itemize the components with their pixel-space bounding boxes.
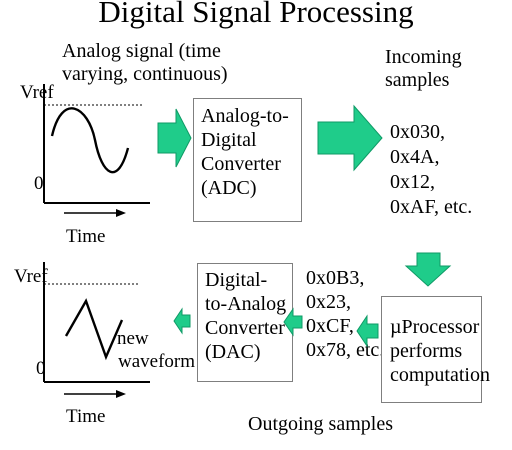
dac-box [197, 263, 293, 382]
dac-line: (DAC) [205, 341, 261, 363]
analog-sine-wave [50, 107, 130, 174]
new-waveform-curve [64, 298, 124, 361]
new-waveform-graph [43, 262, 150, 398]
dac-box-text: Digital- to-Analog Converter (DAC) [205, 268, 286, 364]
caption-line: varying, continuous) [62, 63, 228, 85]
analog-signal-caption: Analog signal (time varying, continuous) [62, 40, 228, 86]
adc-box [193, 98, 302, 222]
top-zero-label: 0 [34, 173, 44, 194]
outgoing-sample-values: 0x0B3, 0x23, 0xCF, 0x78, etc. [306, 266, 384, 362]
sample-value: 0x78, etc. [306, 339, 385, 361]
arrow-to-processor [404, 252, 452, 287]
bottom-time-arrowhead [116, 390, 126, 398]
top-vref-label: Vref [20, 82, 54, 103]
processor-line: µProcessor [390, 316, 480, 338]
sample-value: 0x23, [306, 291, 351, 313]
adc-line: Analog-to- [201, 105, 289, 127]
new-waveform-label-line1: new [117, 328, 149, 349]
arrow-to-samples [317, 104, 383, 172]
incoming-sample-values: 0x030, 0x4A, 0x12, 0xAF, etc. [390, 120, 472, 220]
processor-box [381, 296, 482, 403]
bottom-zero-label: 0 [36, 358, 46, 379]
dac-line: Converter [205, 317, 285, 339]
new-waveform-label-line2: waveform [118, 351, 196, 372]
analog-signal-graph [43, 84, 150, 217]
outgoing-samples-label: Outgoing samples [248, 413, 393, 435]
label-line: Incoming [385, 46, 462, 68]
sample-value: 0xAF, etc. [390, 196, 473, 218]
processor-box-text: µProcessor performs computation [390, 315, 490, 387]
adc-line: Digital [201, 129, 257, 151]
sample-value: 0x0B3, [306, 267, 365, 289]
sample-value: 0x030, [390, 121, 445, 143]
label-line: samples [385, 69, 450, 91]
incoming-samples-label: Incoming samples [385, 46, 462, 92]
adc-line: (ADC) [201, 177, 257, 199]
arrow-to-new-waveform [173, 307, 191, 335]
bottom-vref-label: Vref [14, 266, 48, 287]
dac-line: Digital- [205, 269, 268, 291]
bottom-time-label: Time [66, 406, 106, 427]
top-time-label: Time [66, 226, 106, 247]
flow-arrows [157, 104, 452, 348]
caption-line: Analog signal (time [62, 40, 221, 62]
adc-box-text: Analog-to- Digital Converter (ADC) [201, 104, 289, 200]
sample-value: 0x4A, [390, 146, 440, 168]
dac-line: to-Analog [205, 293, 287, 315]
arrow-to-adc [157, 108, 192, 168]
sample-value: 0x12, [390, 171, 435, 193]
processor-line: computation [390, 364, 490, 386]
arrow-to-dac [283, 307, 303, 337]
arrow-from-processor [356, 314, 379, 348]
processor-line: performs [390, 340, 463, 362]
sample-value: 0xCF, [306, 315, 354, 337]
top-time-arrowhead [116, 209, 126, 217]
adc-line: Converter [201, 153, 281, 175]
page-title: Digital Signal Processing [98, 0, 414, 29]
